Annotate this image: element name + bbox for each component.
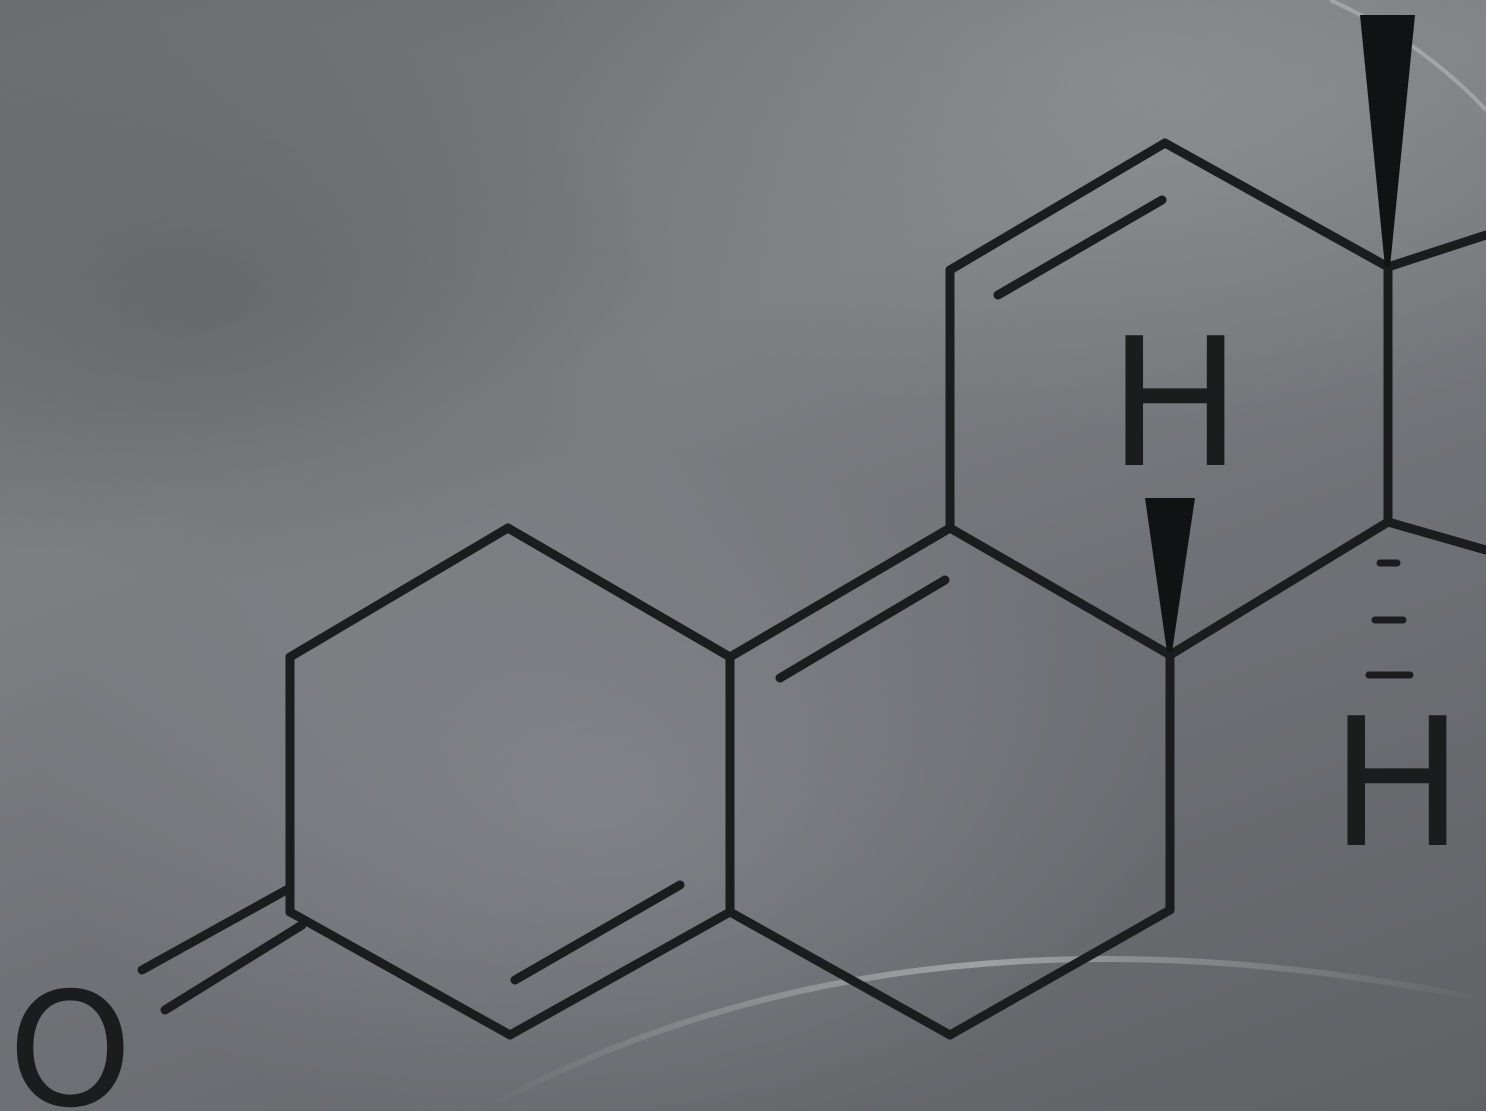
stereo-marks: H H — [1108, 15, 1464, 887]
ring-b — [725, 523, 1175, 1040]
partial-bond-right — [1383, 230, 1486, 272]
background-sheen-arc-top — [1329, 0, 1486, 112]
carbonyl-group: O — [8, 883, 307, 1111]
bond — [505, 907, 735, 1040]
carbonyl-bond — [137, 883, 295, 975]
hydrogen-label-upper: H — [1108, 300, 1242, 507]
ring-c — [945, 138, 1486, 660]
ring-a — [285, 523, 735, 1040]
bond — [945, 523, 1175, 660]
bond — [725, 907, 955, 1040]
double-bond-inner — [510, 880, 685, 985]
partial-bond-right — [1383, 517, 1486, 555]
background-sheen-arc — [478, 956, 1486, 1111]
methyl-wedge — [1360, 15, 1415, 267]
bond — [945, 138, 1170, 275]
bond — [503, 523, 735, 662]
oxygen-label: O — [8, 959, 132, 1111]
double-bond-inner — [775, 575, 950, 683]
bond — [725, 523, 955, 662]
bond — [945, 905, 1175, 1040]
hydrogen-wedge — [1145, 498, 1195, 652]
double-bond-inner — [993, 195, 1167, 300]
bond — [1160, 138, 1393, 272]
bond — [285, 523, 513, 662]
bond — [1165, 517, 1393, 660]
hydrogen-label-lower: H — [1330, 680, 1464, 887]
bond — [285, 907, 515, 1040]
carbonyl-bond-second — [160, 920, 307, 1015]
hashed-wedge — [1365, 559, 1414, 679]
